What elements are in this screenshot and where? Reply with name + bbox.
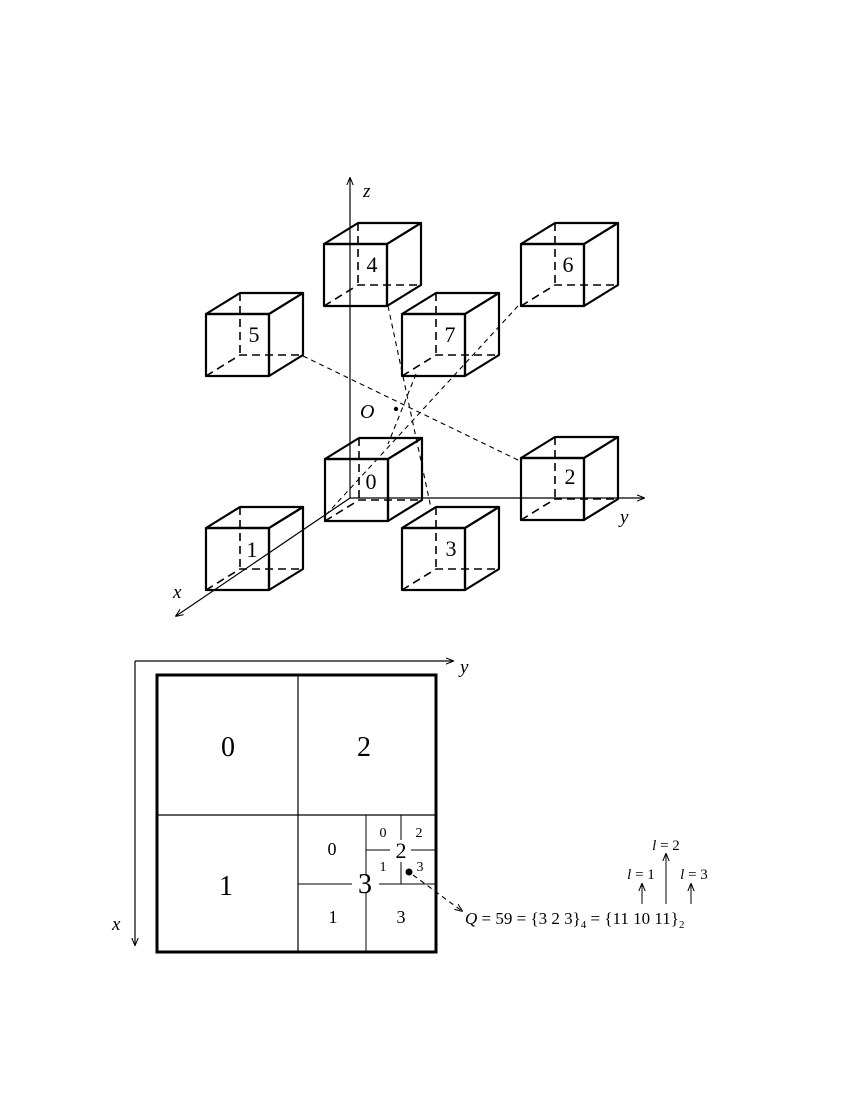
level-1-label: l = 1 [627,867,655,883]
level-2-label: l = 2 [652,838,680,854]
quadtree-labels: 0 2 1 0 1 3 3 0 2 1 3 2 [219,732,424,927]
octree-cubes: 0 1 2 3 [204,221,620,592]
quad-x-axis-label: x [111,914,121,935]
octree-rays: O [302,305,521,518]
quad-l1-label-2: 2 [357,732,371,763]
pointer-arrow [412,874,462,911]
cube-label-4: 4 [367,252,378,277]
octree-axes: z y x [172,178,644,616]
origin-label: O [360,401,374,423]
formula-base2-part: = {11 10 11} [586,909,679,928]
quad-l3-center-label: 2 [396,838,407,863]
quad-outer-frame [155,673,438,954]
quad-l2-label-3: 3 [397,907,406,927]
quad-l3-label-1: 1 [380,860,387,875]
quad-l2-label-0: 0 [328,839,337,859]
quadtree-axes: y x [111,657,469,945]
cube-label-5: 5 [249,322,260,347]
cube-2: 2 [519,435,620,522]
cube-label-7: 7 [445,322,456,347]
cube-7: 7 [400,291,501,378]
cube-label-1: 1 [247,537,258,562]
quad-l3-label-2: 2 [416,826,423,841]
formula-base2-subscript: 2 [679,919,685,931]
cube-0: 0 [323,436,424,523]
quadtree-grid [155,673,438,954]
cube-6: 6 [519,221,620,308]
formula-q: Q [465,909,477,928]
cube-label-3: 3 [446,536,457,561]
cube-3: 3 [400,505,501,592]
cube-label-0: 0 [366,469,377,494]
locational-code-formula: Q = 59 = {3 2 3}4 = {11 10 11}2 [465,909,684,931]
formula-base4-subscript: 4 [581,919,587,931]
formula-text: Q = 59 = {3 2 3}4 = {11 10 11}2 [465,909,684,931]
formula-base4-part: = 59 = {3 2 3} [477,909,581,928]
x-axis-label: x [172,582,182,603]
cube-label-2: 2 [565,464,576,489]
quad-l3-label-0: 0 [380,826,387,841]
quad-l2-center-label: 3 [358,869,372,900]
quad-l2-label-1: 1 [329,907,338,927]
origin-point [393,406,399,412]
y-axis-label: y [618,507,629,528]
quad-l1-label-1: 1 [219,871,233,902]
cube-1: 1 [204,505,305,592]
quad-l3-label-3: 3 [417,860,424,875]
query-point [405,868,413,876]
quad-l1-label-0: 0 [221,732,235,763]
z-axis-label: z [362,181,371,202]
quad-y-axis-label: y [458,657,469,678]
cube-5: 5 [204,291,305,378]
cube-label-6: 6 [563,252,574,277]
level-annotations: l = 1 l = 2 l = 3 [627,838,708,904]
level-3-label: l = 3 [680,867,708,883]
x-axis [176,497,351,616]
cube-4: 4 [322,221,423,308]
